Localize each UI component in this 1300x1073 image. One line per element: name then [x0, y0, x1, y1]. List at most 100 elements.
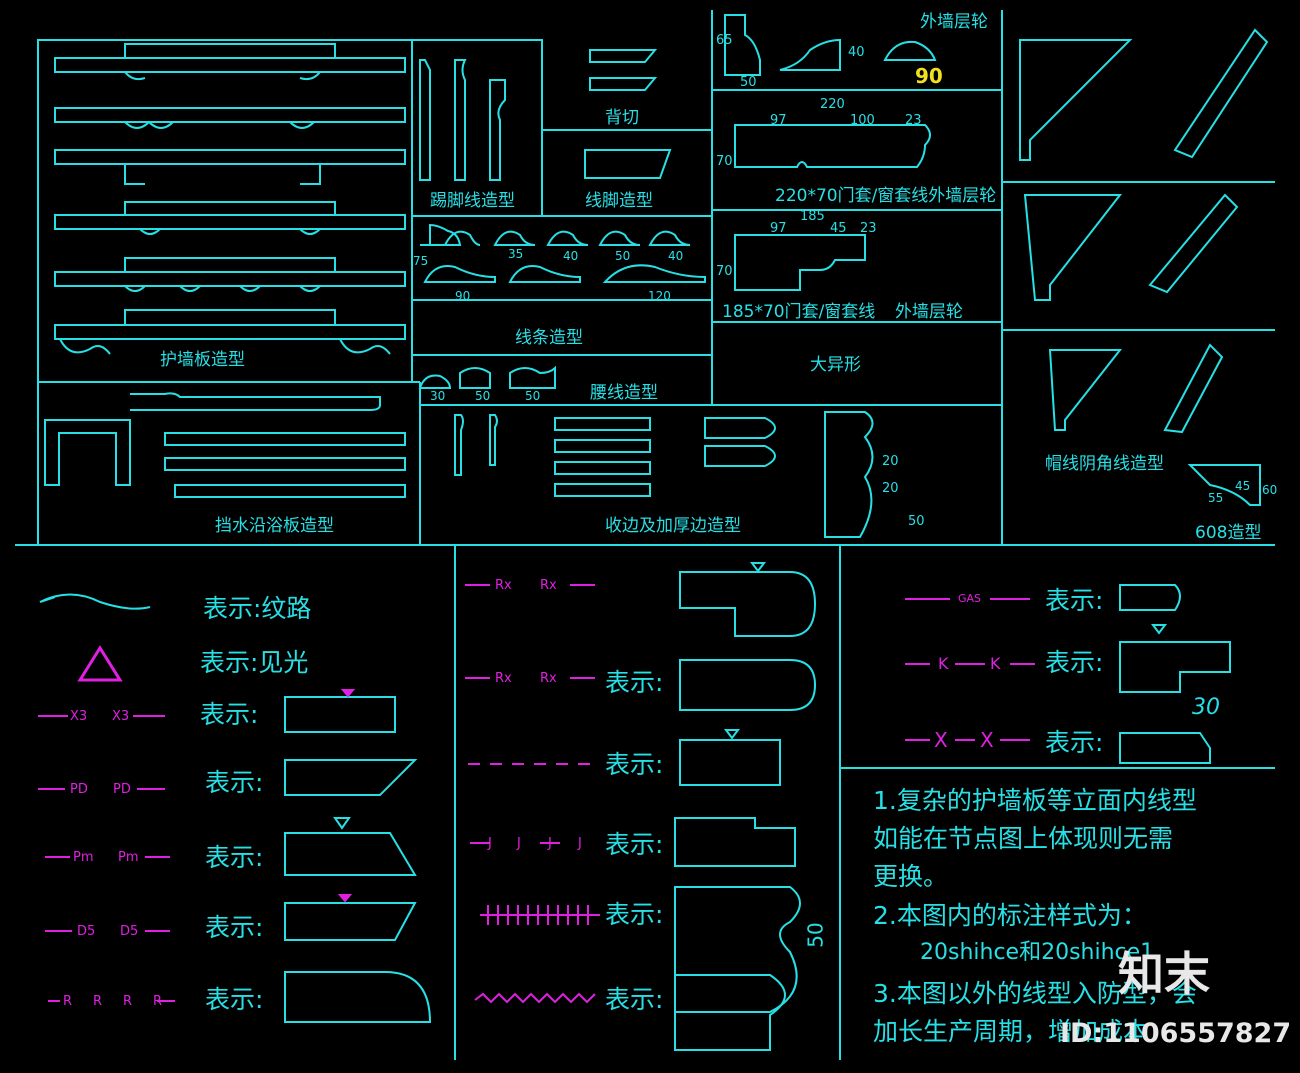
note-1b: 如能在节点图上体现则无需	[873, 824, 1174, 853]
label-door185: 185*70门套/窗套线	[722, 302, 876, 322]
label-huqiangban: 护墙板造型	[160, 350, 245, 370]
dim-yaoxian-50b: 50	[525, 389, 541, 403]
dim-door185-45: 45	[830, 221, 847, 236]
dim-608-60: 60	[1262, 483, 1278, 497]
code-x-b: X	[980, 728, 994, 752]
dim-xiantiao-35: 35	[508, 247, 524, 261]
note-1a: 1.复杂的护墙板等立面内线型	[873, 786, 1197, 815]
legend-show-2: 表示:	[205, 768, 264, 797]
legend-wenlu: 表示:纹路	[203, 594, 312, 623]
shoubian-profiles	[454, 411, 874, 538]
legend-show-5: 表示:	[205, 985, 264, 1014]
legend-show-1: 表示:	[200, 700, 259, 729]
beiqie-profiles	[589, 49, 658, 91]
dim-yaoxian-50a: 50	[475, 389, 491, 403]
code-j-a: J	[488, 836, 492, 851]
note-2a: 2.本图内的标注样式为：	[873, 901, 1147, 930]
code-pd-a: PD	[70, 782, 88, 797]
code-k-a: K	[938, 654, 949, 673]
label-yaoxian: 腰线造型	[590, 383, 658, 403]
code-j-d: J	[578, 836, 582, 851]
legend-profiles-left	[284, 696, 432, 1023]
dim-waiqiang-90: 90	[915, 64, 943, 88]
label-dangshui: 挡水沿浴板造型	[215, 516, 334, 536]
dim-xiantiao-40: 40	[563, 249, 579, 263]
xiantiao-profiles	[420, 223, 706, 283]
label-waiqiang-top: 外墙层轮	[920, 12, 988, 32]
note-3a: 3.本图以外的线型入防型，会	[873, 979, 1197, 1008]
dim-shoubian-20a: 20	[882, 454, 899, 469]
dim-yaoxian-30: 30	[430, 389, 446, 403]
yaoxian-profiles	[418, 365, 556, 389]
code-pm-a: Pm	[73, 850, 94, 865]
code-k-b: K	[990, 654, 1001, 673]
code-d5-a: D5	[77, 924, 96, 939]
label-maoxian: 帽线阴角线造型	[1045, 454, 1164, 474]
legend-show-r2: 表示:	[1045, 648, 1104, 677]
dim-608-45: 45	[1235, 479, 1251, 493]
dim-waiqiang-40: 40	[848, 45, 865, 60]
legend-show-r1: 表示:	[1045, 586, 1104, 615]
legend-show-r3: 表示:	[1045, 728, 1104, 757]
dangshui-profiles	[44, 392, 406, 498]
dim-waiqiang-65: 65	[716, 33, 733, 48]
label-xianjiao: 线脚造型	[585, 191, 653, 211]
code-d5-b: D5	[120, 924, 139, 939]
dim-xiantiao-120: 120	[648, 289, 671, 303]
label-xiantiao: 线条造型	[515, 328, 583, 348]
code-rx-c: Rx	[495, 671, 512, 686]
code-rx-a: Rx	[495, 578, 512, 593]
huqiangban-profiles	[54, 43, 406, 355]
dim-door220-220: 220	[820, 97, 845, 112]
legend-show-m1: 表示:	[605, 668, 664, 697]
label-dayixing: 大异形	[810, 355, 861, 375]
legend-show-m4: 表示:	[605, 900, 664, 929]
watermark-brand: 知末	[1118, 947, 1210, 1001]
dim-xiantiao-90: 90	[455, 289, 471, 303]
dim-door220-100: 100	[850, 113, 875, 128]
legend-profiles-mid	[674, 571, 817, 1051]
dim-50-mid: 50	[803, 922, 828, 948]
legend-show-4: 表示:	[205, 913, 264, 942]
dim-door185-97: 97	[770, 221, 787, 236]
dim-door185-185: 185	[800, 209, 825, 224]
legend-jianguang: 表示:见光	[200, 648, 309, 677]
code-x3-a: X3	[70, 709, 88, 724]
dim-608-55: 55	[1208, 491, 1224, 505]
dim-door220-70: 70	[716, 154, 733, 169]
watermark-id: ID:1106557827	[1060, 1018, 1292, 1049]
code-r-a: R	[63, 994, 73, 1009]
note-2b: 20shihce和20shihce1	[920, 940, 1155, 965]
dim-door185-70: 70	[716, 264, 733, 279]
legend-show-m2: 表示:	[605, 750, 664, 779]
label-608: 608造型	[1195, 523, 1262, 543]
label-tijiao: 踢脚线造型	[430, 191, 515, 211]
code-j-c: J	[548, 836, 552, 851]
wenlu-arrow	[39, 593, 151, 610]
label-waiqiang-mid: 外墙层轮	[895, 302, 963, 322]
code-r-d: R	[153, 994, 163, 1009]
label-beiqie: 背切	[605, 108, 639, 128]
code-gas: GAS	[958, 592, 982, 605]
dim-waiqiang-50: 50	[740, 75, 757, 90]
tijiao-profiles	[419, 59, 506, 181]
code-x3-b: X3	[112, 709, 130, 724]
legend-show-m3: 表示:	[605, 830, 664, 859]
jianguang-triangle-icon	[77, 645, 123, 682]
code-r-c: R	[123, 994, 133, 1009]
code-pd-b: PD	[113, 782, 131, 797]
dim-shoubian-20b: 20	[882, 481, 899, 496]
corner-profiles	[1019, 28, 1269, 506]
label-door220: 220*70门套/窗套线外墙层轮	[775, 186, 997, 206]
dim-shoubian-50: 50	[908, 514, 925, 529]
dim-30-right: 30	[1192, 695, 1220, 720]
door185-profile	[734, 234, 866, 291]
label-shoubian: 收边及加厚边造型	[605, 516, 741, 536]
dim-xiantiao-40b: 40	[668, 249, 684, 263]
waiqiang-top-profiles	[724, 14, 937, 76]
code-j-b: J	[517, 836, 521, 851]
xianjiao-profile	[584, 149, 672, 179]
dim-xiantiao-75: 75	[413, 254, 429, 268]
code-rx-b: Rx	[540, 578, 557, 593]
